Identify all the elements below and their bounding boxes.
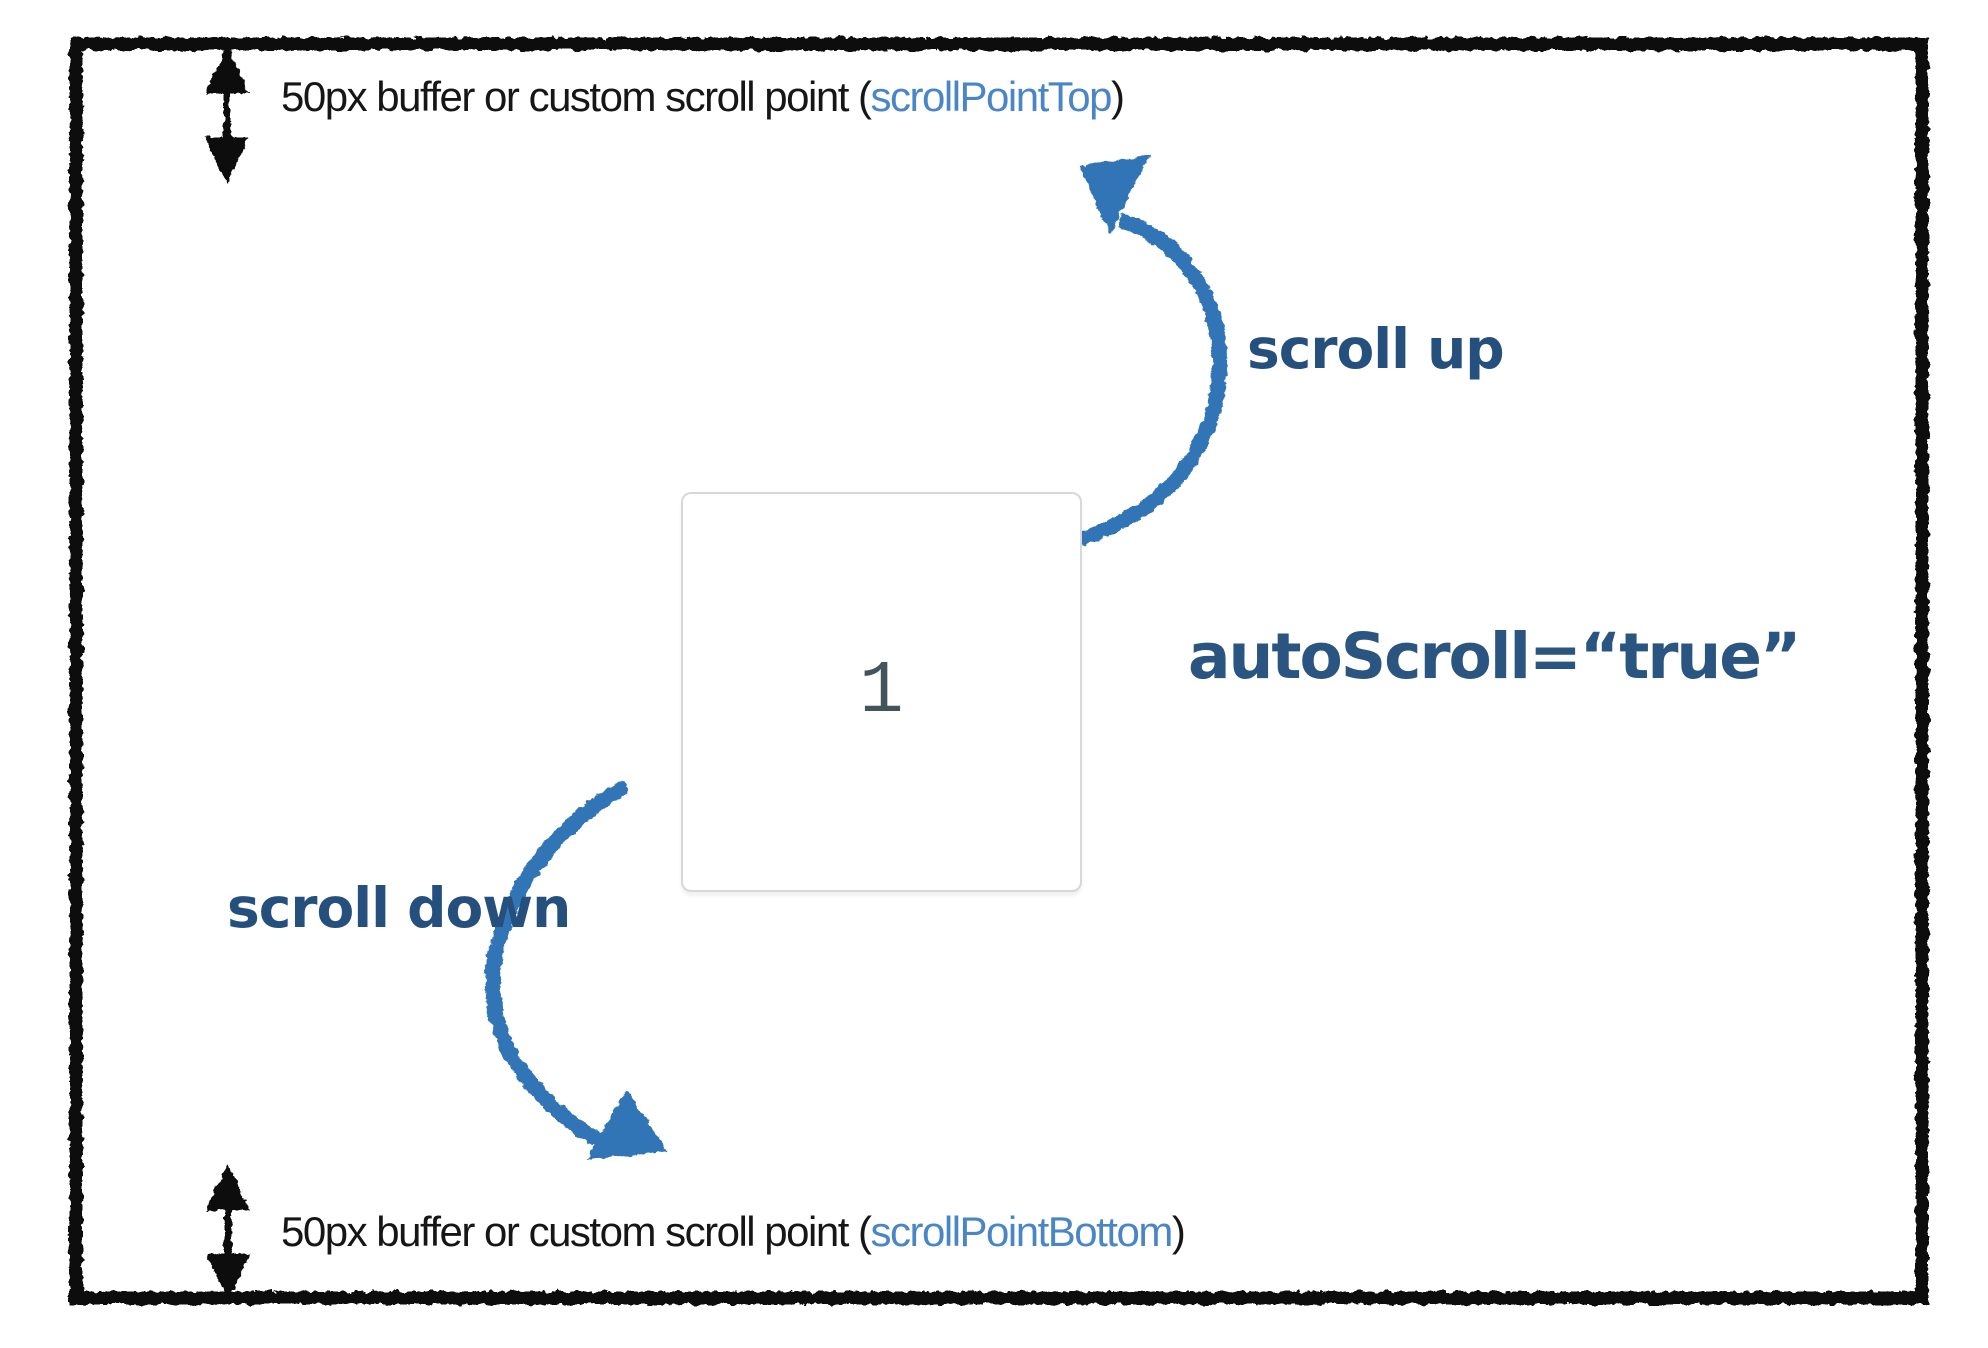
top-buffer-caption-text: 50px buffer or custom scroll point (: [281, 73, 872, 120]
bottom-buffer-caption-close: ): [1171, 1208, 1186, 1255]
draggable-item-card[interactable]: 1: [681, 492, 1082, 892]
scroll-point-top-param: scrollPointTop: [870, 73, 1113, 120]
scroll-up-arrow-icon: [1077, 155, 1228, 545]
bottom-buffer-caption: 50px buffer or custom scroll point (scro…: [281, 1207, 1186, 1257]
scroll-up-annotation: scroll up: [1247, 317, 1505, 381]
top-buffer-arrow-icon: [205, 46, 249, 184]
bottom-buffer-caption-text: 50px buffer or custom scroll point (: [281, 1208, 872, 1255]
viewport-border: [69, 37, 1929, 1305]
bottom-buffer-arrow-icon: [206, 1163, 250, 1301]
scroll-down-annotation: scroll down: [227, 876, 571, 940]
scroll-point-bottom-param: scrollPointBottom: [870, 1208, 1174, 1255]
top-buffer-caption-close: ): [1110, 73, 1125, 120]
card-number: 1: [859, 650, 904, 734]
scroll-down-arrow-icon: [485, 781, 668, 1159]
top-buffer-caption: 50px buffer or custom scroll point (scro…: [281, 72, 1125, 122]
autoscroll-attribute-annotation: autoScroll=“true”: [1188, 620, 1801, 693]
